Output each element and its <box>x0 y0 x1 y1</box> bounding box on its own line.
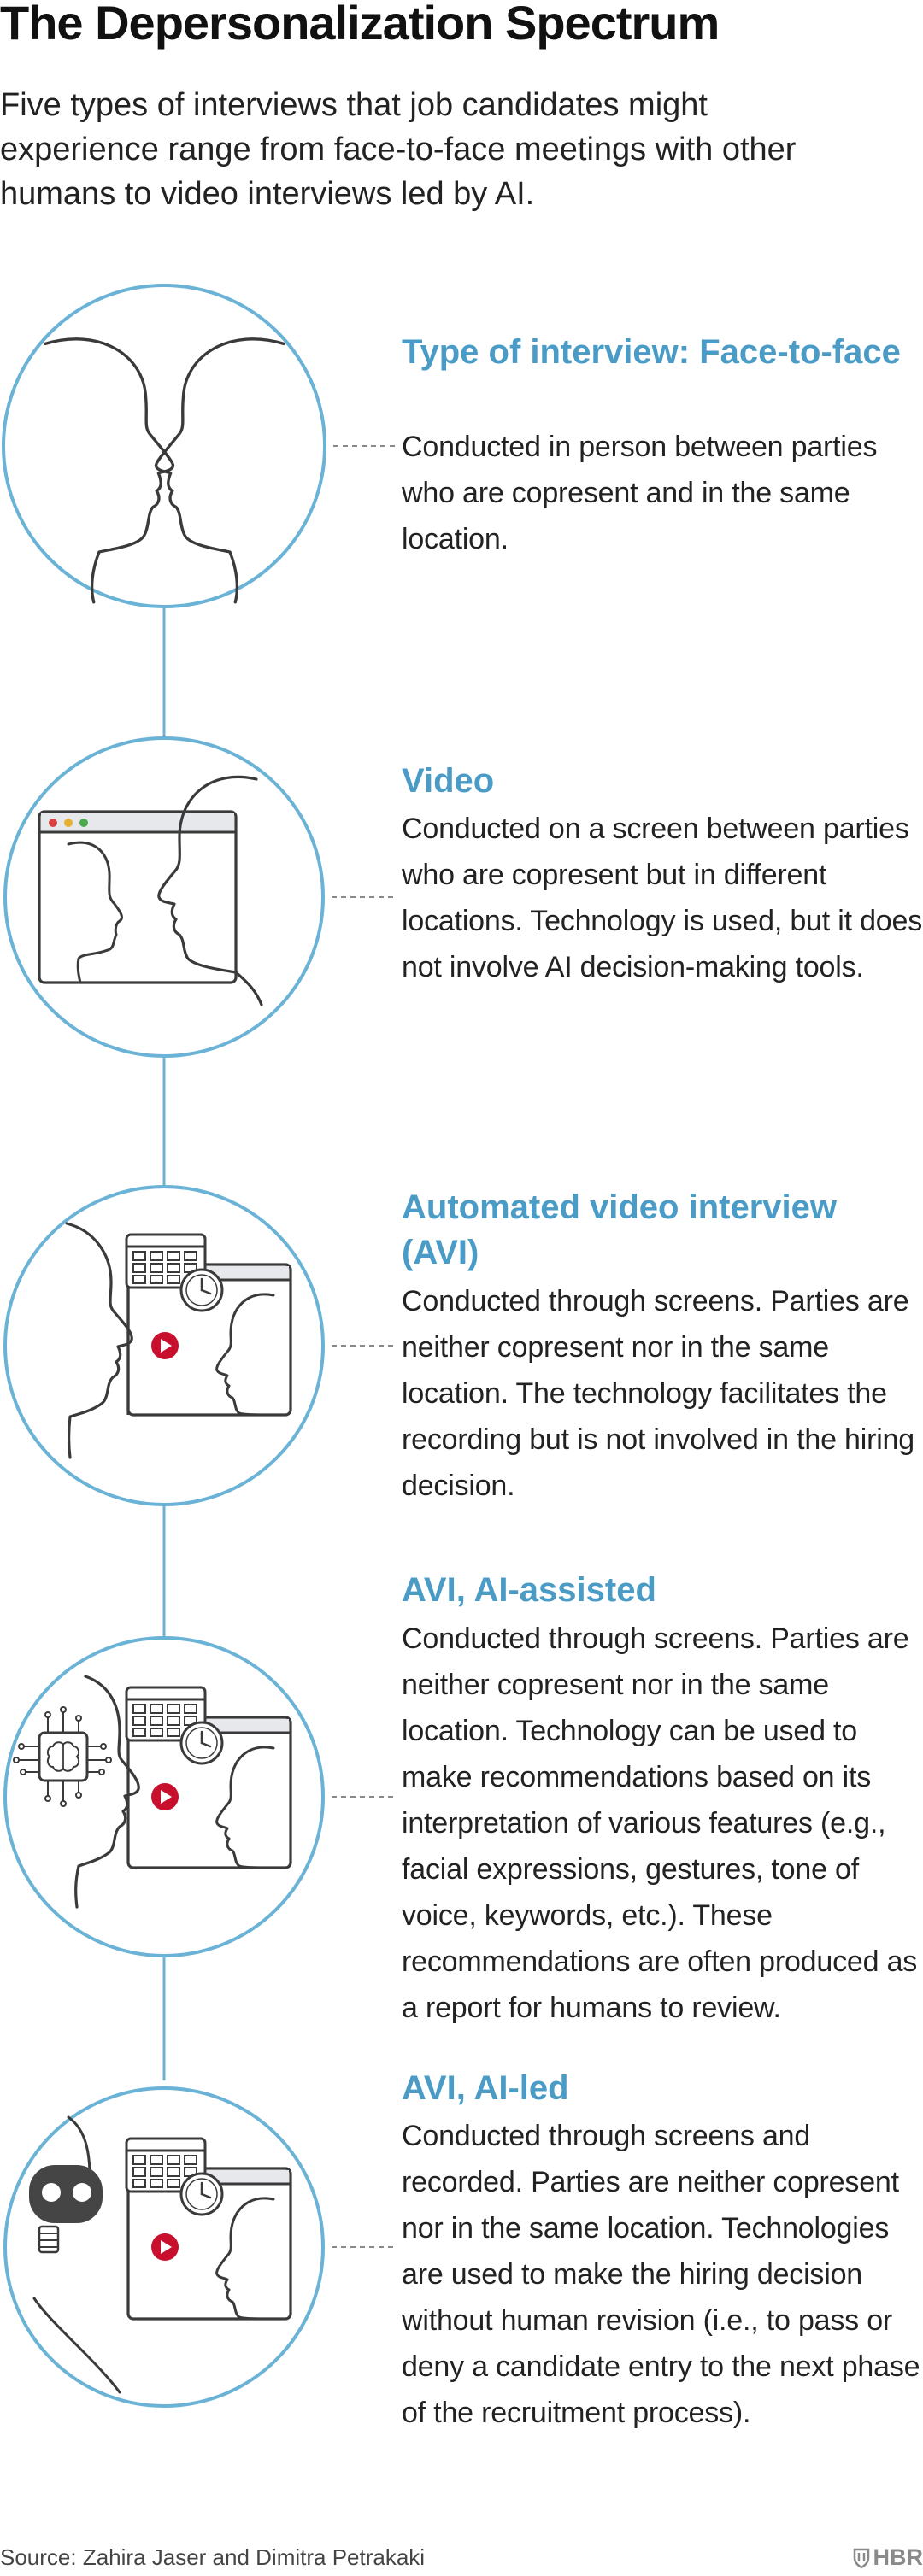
entry-description-avi-ai-led: Conducted through screens and recorded. … <box>402 2120 920 2429</box>
entry-title-face-to-face: Type of interview: Face-to-face <box>402 333 901 371</box>
entry-title-avi: Automated video interview (AVI) <box>402 1188 837 1271</box>
play-button-icon <box>151 2233 179 2261</box>
play-button-icon <box>151 1783 179 1810</box>
page-title: The Depersonalization Spectrum <box>0 0 720 50</box>
avi-ai-assisted-illustration <box>3 1636 325 1957</box>
video-illustration <box>3 736 325 1058</box>
ai-brain-chip-icon <box>13 1706 112 1807</box>
robot-head-icon <box>29 2115 121 2394</box>
page-subtitle: Five types of interviews that job candid… <box>0 87 797 212</box>
face-to-face-illustration <box>2 284 326 608</box>
clock-icon <box>179 2172 224 2216</box>
entry-description-video: Conducted on a screen between parties wh… <box>402 813 923 983</box>
brand-name: HBR <box>873 2544 923 2570</box>
entry-title-video: Video <box>402 762 495 800</box>
hbr-logo: HBR <box>853 2544 923 2571</box>
entry-title-avi-ai-assisted: AVI, AI-assisted <box>402 1571 656 1609</box>
play-button-icon <box>151 1332 179 1359</box>
avi-illustration <box>3 1185 325 1506</box>
source-credit: Source: Zahira Jaser and Dimitra Petraka… <box>0 2544 426 2570</box>
entry-description-avi-ai-assisted: Conducted through screens. Parties are n… <box>402 1622 918 2024</box>
entry-description-face-to-face: Conducted in person between parties who … <box>402 431 878 555</box>
browser-window-icon <box>38 810 238 984</box>
entry-title-avi-ai-led: AVI, AI-led <box>402 2069 569 2107</box>
avi-ai-led-illustration <box>3 2086 325 2408</box>
clock-icon <box>179 1268 224 1312</box>
entry-description-avi: Conducted through screens. Parties are n… <box>402 1285 914 1502</box>
clock-icon <box>179 1721 224 1765</box>
hbr-shield-icon <box>853 2548 869 2569</box>
face-profiles-icon <box>157 775 263 1006</box>
